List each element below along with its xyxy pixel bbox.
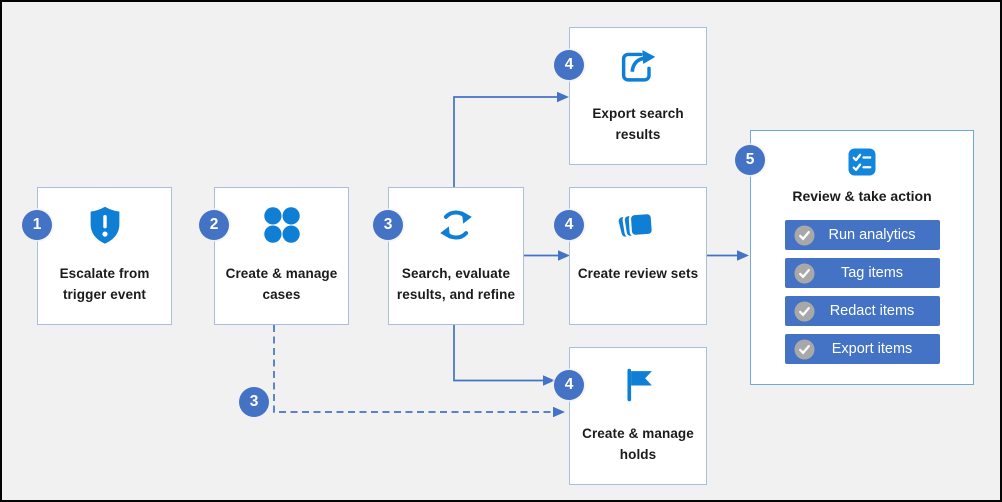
check-circle-icon <box>793 224 815 246</box>
step-card-export-search: 4 Export search results <box>554 27 707 165</box>
step-card-cases: 2 Create & manage cases <box>199 187 349 325</box>
step-badge: 4 <box>554 210 584 240</box>
arrowhead-export <box>557 91 569 103</box>
step-card-holds: 4 Create & manage holds <box>554 347 707 485</box>
action-tag-items: Tag items <box>784 258 940 288</box>
step-card-escalate: 1 Escalate from trigger event <box>22 187 172 325</box>
checklist-icon <box>844 144 880 180</box>
step-badge: 5 <box>735 145 765 175</box>
step-badge: 4 <box>554 50 584 80</box>
step-label: Create & manage holds <box>582 426 694 462</box>
export-arrow-icon <box>615 41 661 89</box>
step-badge: 3 <box>373 210 403 240</box>
step-badge: 4 <box>554 370 584 400</box>
action-label: Redact items <box>829 303 915 319</box>
step-panel-review-action: 5 Review & take action Run analytics <box>735 130 974 385</box>
action-label: Run analytics <box>828 227 916 243</box>
step-label: Create & manage cases <box>225 266 338 302</box>
connector-search-to-holds <box>453 325 543 382</box>
action-export-items: Export items <box>784 334 940 364</box>
action-label: Tag items <box>840 265 904 281</box>
action-run-analytics: Run analytics <box>784 220 940 250</box>
step-label: Search, evaluate results, and refine <box>396 266 516 302</box>
step-badge: 2 <box>199 210 229 240</box>
connector-cases-to-holds-dashed <box>273 325 553 413</box>
step-badge: 1 <box>22 210 52 240</box>
step-card-review-sets: 4 Create review sets <box>554 187 707 325</box>
step-label: Escalate from trigger event <box>59 266 150 302</box>
action-redact-items: Redact items <box>784 296 940 326</box>
action-label: Export items <box>831 341 913 357</box>
stacked-cards-icon <box>615 201 661 249</box>
check-circle-icon <box>793 300 815 322</box>
step-label: Export search results <box>592 106 684 142</box>
sync-icon <box>433 201 479 249</box>
flag-icon <box>615 361 661 409</box>
arrowhead-review-action <box>737 250 749 261</box>
step-card-search: 3 Search, evaluate results, and refine <box>373 187 524 325</box>
check-circle-icon <box>793 262 815 284</box>
action-list: Run analytics Tag items Redact items Exp… <box>784 220 940 364</box>
step-label: Create review sets <box>577 266 699 281</box>
shield-alert-icon <box>82 201 128 249</box>
check-circle-icon <box>793 338 815 360</box>
connector-search-to-export <box>453 96 557 187</box>
branch-step-badge: 3 <box>239 387 269 417</box>
panel-title: Review & take action <box>792 188 932 204</box>
dots-grid-icon <box>259 201 305 249</box>
arrowhead-holds-dashed <box>553 406 565 418</box>
